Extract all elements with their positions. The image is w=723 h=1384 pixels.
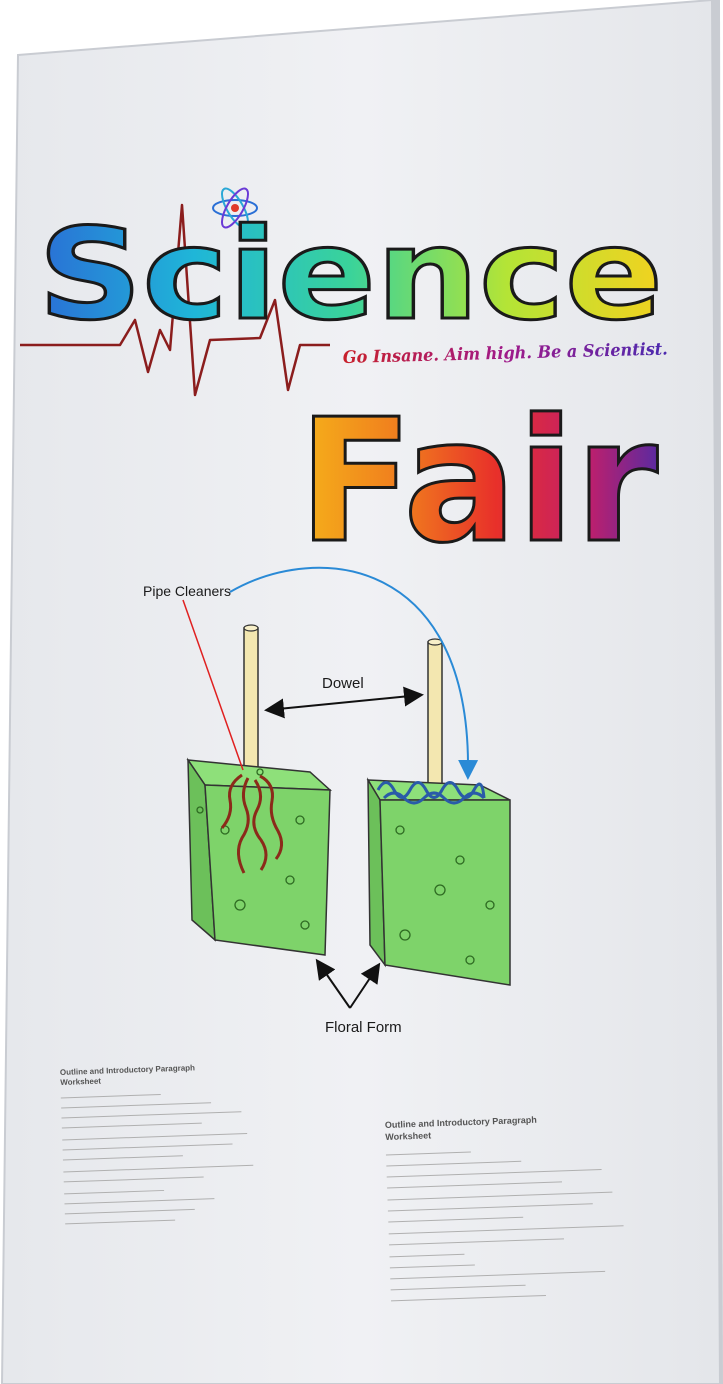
title-fair: Fair — [298, 383, 658, 581]
worksheet-left-body-lines — [60, 1093, 254, 1225]
label-floral-form: Floral Form — [325, 1019, 402, 1036]
floral-form-arrow-left — [315, 958, 351, 1009]
worksheet-right-body-lines — [385, 1151, 624, 1302]
right-dowel — [427, 641, 443, 793]
pipe-cleaners-blue-arrow — [229, 566, 479, 780]
blue-pipe-cleaners — [376, 781, 486, 805]
pipe-cleaners-red-pointer — [182, 599, 244, 771]
right-floral-foam — [366, 777, 511, 986]
dowel-arrow — [264, 686, 424, 719]
floral-form-arrow-right — [349, 962, 381, 1009]
label-dowel: Dowel — [322, 675, 364, 692]
title-science: Science — [38, 201, 663, 348]
worksheet-right-subtitle: Worksheet — [385, 1130, 431, 1142]
left-floral-foam — [186, 757, 333, 956]
label-pipe-cleaners: Pipe Cleaners — [143, 583, 231, 599]
floral-form-diagram: Pipe Cleaners Dowel Floral Form — [143, 566, 511, 1036]
left-dowel — [243, 627, 259, 779]
red-pipe-cleaners — [220, 773, 283, 874]
worksheet-left-subtitle: Worksheet — [60, 1077, 101, 1087]
atom-icon — [212, 187, 258, 229]
heartbeat-line — [20, 203, 330, 397]
